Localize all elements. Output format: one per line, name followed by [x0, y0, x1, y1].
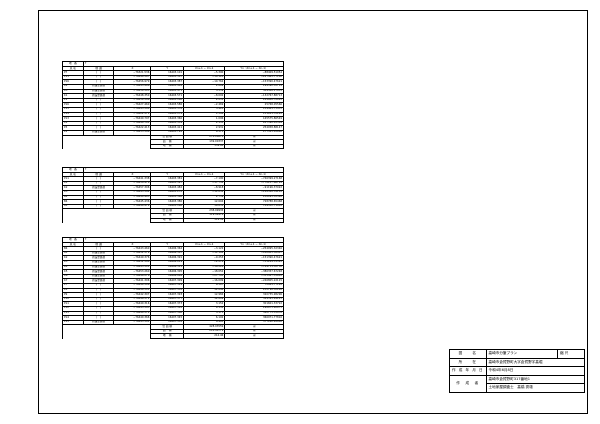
summary-unit: ㎡ [224, 217, 284, 224]
author-label: 作 成 者 [449, 374, 487, 393]
summary-value: 214.46 [183, 333, 226, 340]
drawing-frame [38, 10, 588, 414]
summary-spacer [61, 324, 152, 330]
author-address: 高崎市倉賀野町317番地1 [485, 374, 586, 384]
table-cell: −76433.386 [113, 129, 152, 136]
date-value: 令和4年6月8日 [485, 366, 586, 376]
summary-label: 地 積 [150, 217, 185, 224]
summary-unit: ㎡ [224, 333, 284, 340]
summary-spacer [61, 218, 152, 223]
drawing-name-label: 図 名 [449, 349, 487, 359]
drawing-name-value: 高崎市分筆プラン [485, 349, 559, 359]
summary-spacer [61, 333, 152, 339]
summary-spacer [61, 208, 152, 214]
summary-spacer [61, 144, 152, 149]
location-value: 高崎市倉賀野町大字倉賀野字高堀 [485, 357, 586, 367]
location-label: 所 在 [449, 357, 487, 367]
title-block: 図 名 高崎市分筆プラン 縮 尺 所 在 高崎市倉賀野町大字倉賀野字高堀 作 成… [449, 349, 586, 393]
summary-spacer [61, 135, 152, 140]
summary-label: 地 積 [150, 333, 185, 340]
table-cell: −76445.381 [113, 319, 152, 326]
summary-spacer [61, 213, 152, 219]
summary-value: 139.00 [183, 143, 226, 150]
summary-label: 地 積 [150, 143, 185, 150]
summary-spacer [61, 139, 152, 145]
scale-label: 縮 尺 [557, 349, 585, 359]
summary-spacer [61, 329, 152, 334]
author-name: 土地家屋調査士 高橋 秀雄 [485, 383, 586, 393]
table-cell: −76440.474 [113, 203, 152, 210]
summary-unit: ㎡ [224, 143, 284, 150]
date-label: 作 成 年 月 日 [449, 366, 487, 376]
summary-value: 119.49 [183, 217, 226, 224]
